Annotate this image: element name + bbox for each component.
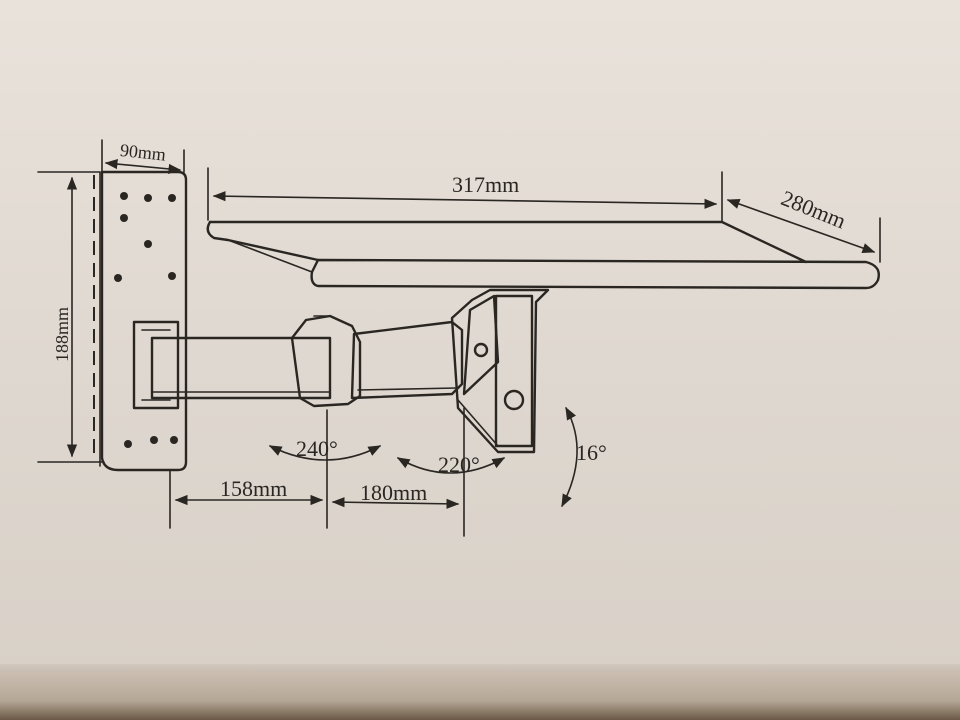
joint-tilt-bracket bbox=[450, 288, 550, 454]
hole bbox=[168, 272, 176, 280]
label-tray-width: 317mm bbox=[452, 172, 519, 197]
label-tray-depth: 280mm bbox=[778, 185, 850, 233]
dimension-tray-width bbox=[207, 167, 723, 223]
dimension-plate-width bbox=[101, 139, 185, 175]
tray bbox=[206, 220, 880, 290]
hole bbox=[150, 436, 158, 444]
label-first-joint-angle: 240° bbox=[296, 436, 338, 461]
label-plate-width: 90mm bbox=[119, 140, 167, 165]
label-arm-second: 180mm bbox=[360, 480, 427, 505]
arc-first-joint bbox=[268, 445, 382, 461]
joint-first bbox=[290, 314, 362, 408]
label-tilt-angle: 16° bbox=[576, 440, 607, 465]
box-bottom-surface bbox=[0, 672, 960, 720]
label-arm-first: 158mm bbox=[220, 476, 287, 501]
hole bbox=[170, 436, 178, 444]
dimension-plate-height bbox=[37, 171, 105, 463]
hole bbox=[168, 194, 176, 202]
hole bbox=[120, 214, 128, 222]
arc-second-joint bbox=[396, 457, 506, 474]
hole bbox=[144, 240, 152, 248]
label-plate-height: 188mm bbox=[52, 307, 72, 362]
arm-first-segment bbox=[132, 320, 332, 410]
arm-second-segment bbox=[350, 320, 464, 400]
pivot-screw bbox=[473, 342, 489, 358]
hole bbox=[124, 440, 132, 448]
hole bbox=[114, 274, 122, 282]
dimension-arm-lengths bbox=[169, 407, 465, 537]
wall-plate bbox=[93, 170, 188, 472]
dimension-tray-depth bbox=[726, 199, 881, 263]
tilt-knob bbox=[503, 389, 525, 411]
hole bbox=[144, 194, 152, 202]
arc-tilt bbox=[561, 406, 578, 508]
label-second-joint-angle: 220° bbox=[438, 452, 480, 477]
hole bbox=[120, 192, 128, 200]
